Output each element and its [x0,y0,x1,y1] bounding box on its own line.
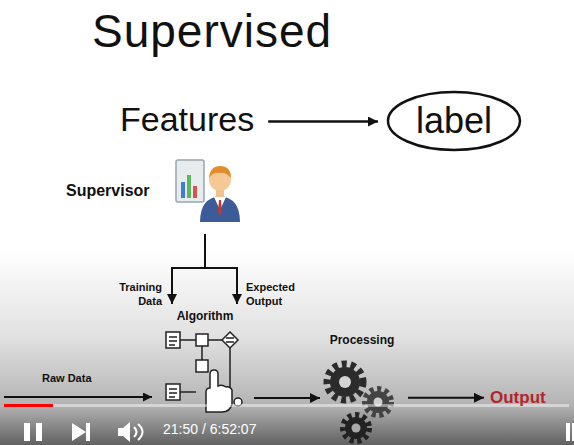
node-text: Output [490,388,546,408]
output-text: Output [488,388,548,408]
next-icon [86,423,90,441]
connector-arrow [254,397,320,399]
hair [209,166,231,178]
gear-hole [339,376,351,388]
node-text: Features [120,100,254,139]
process-symbol [196,334,208,346]
gear [330,367,360,397]
gear-teeth [343,415,369,441]
connector-arrow [268,120,378,123]
connector-arrow [205,234,237,304]
document-symbol [166,332,180,348]
gear-teeth [327,364,363,400]
chart-bar [187,175,191,198]
raw-data-arrow [4,396,152,398]
node-text: Algorithm [177,310,234,324]
feature-text: Features [116,98,258,141]
document-lines [169,337,177,345]
player-shade [0,250,574,445]
timestamp: 21:50 / 6:52:07 [163,421,256,437]
algorithm-icon [166,332,242,412]
progress-track [4,404,569,407]
suit [200,196,240,222]
gear-teeth [365,389,391,415]
label-ellipse: label [386,90,522,152]
gear-hole [352,424,361,433]
document-lines [169,389,177,397]
next-icon [72,423,86,441]
chart-bar [181,182,185,198]
decision-symbol [222,332,238,348]
algorithm-node: Algorithm [160,308,250,418]
volume-waves [134,424,143,440]
processing-node: Processing [318,332,406,440]
process-symbol [196,360,208,372]
node-text: label [416,103,492,139]
edge-label: Expected Output [246,281,312,309]
edge-label: Training Data [108,281,162,309]
supervisor-icon [176,160,240,222]
connector-arrow [408,397,484,399]
document-symbol [166,384,180,400]
pause-icon [24,423,30,441]
pause-icon [36,423,42,441]
tie [218,200,222,215]
gear [367,391,389,413]
chart-bar [193,186,197,198]
progress-played [4,404,53,407]
control-icon [572,423,574,441]
chart-board [176,160,204,202]
node-text: Processing [330,334,395,348]
raw-data-label: Raw Data [42,372,92,384]
ellipse-outline [388,92,520,150]
gear [345,417,367,439]
volume-icon [118,422,130,442]
control-icon [566,423,570,441]
node-text: Supervisor [66,182,150,200]
connector-arrow [172,234,205,304]
handwritten-title: Supervised [92,4,332,58]
decision-lines [226,338,234,342]
gears-icon [327,364,391,441]
supervisor-node: Supervisor [62,152,244,230]
